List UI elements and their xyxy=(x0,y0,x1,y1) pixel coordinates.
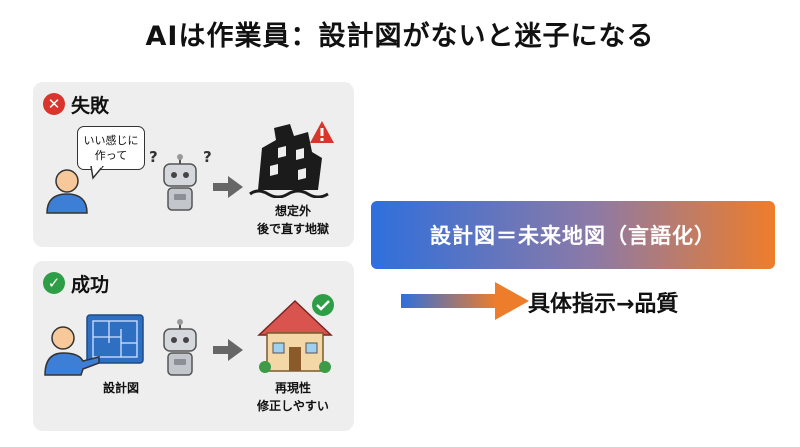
collapsed-building-icon xyxy=(249,124,329,198)
success-panel: ✓ 成功 設計図 xyxy=(33,261,354,431)
fail-result-line-2: 後で直す地獄 xyxy=(256,222,329,236)
fail-panel: ✕ 失敗 いい感じに 作って ? ? xyxy=(33,82,354,247)
fail-result: 想定外 後で直す地獄 xyxy=(248,202,338,238)
speech-line-1: いい感じに xyxy=(83,134,139,147)
success-result: 再現性 修正しやすい xyxy=(238,379,348,415)
house-icon xyxy=(257,299,333,373)
success-result-line-2: 修正しやすい xyxy=(257,399,329,413)
question-mark-right: ? xyxy=(203,148,212,166)
arrow-result-text: 具体指示→品質 xyxy=(528,292,679,317)
arrow-right-icon xyxy=(213,339,243,361)
robot-icon xyxy=(163,154,197,211)
arrow-right-icon xyxy=(401,282,529,320)
success-header: ✓ 成功 xyxy=(43,270,109,296)
conclusion-box: 設計図＝未来地図（言語化） xyxy=(371,201,775,269)
robot-icon xyxy=(163,319,197,376)
blueprint-icon xyxy=(86,314,144,364)
fail-label: 失敗 xyxy=(71,94,110,117)
fail-header: ✕ 失敗 xyxy=(43,91,109,117)
question-mark-left: ? xyxy=(149,148,158,166)
fail-result-line-1: 想定外 xyxy=(274,204,311,218)
person-icon xyxy=(46,169,88,214)
success-result-line-1: 再現性 xyxy=(274,381,311,395)
check-icon: ✓ xyxy=(43,272,65,294)
arrow-right-icon xyxy=(213,176,243,198)
success-label: 成功 xyxy=(71,273,110,296)
blueprint-caption: 設計図 xyxy=(102,381,139,395)
check-icon xyxy=(312,294,334,316)
speech-tail-icon xyxy=(90,166,104,180)
close-icon: ✕ xyxy=(43,93,65,115)
person-icon xyxy=(44,326,100,376)
speech-line-2: 作って xyxy=(94,149,128,162)
warning-icon xyxy=(310,121,334,143)
page-title: AIは作業員：設計図がないと迷子になる xyxy=(145,21,655,52)
speech-bubble: いい感じに 作って xyxy=(77,126,145,170)
